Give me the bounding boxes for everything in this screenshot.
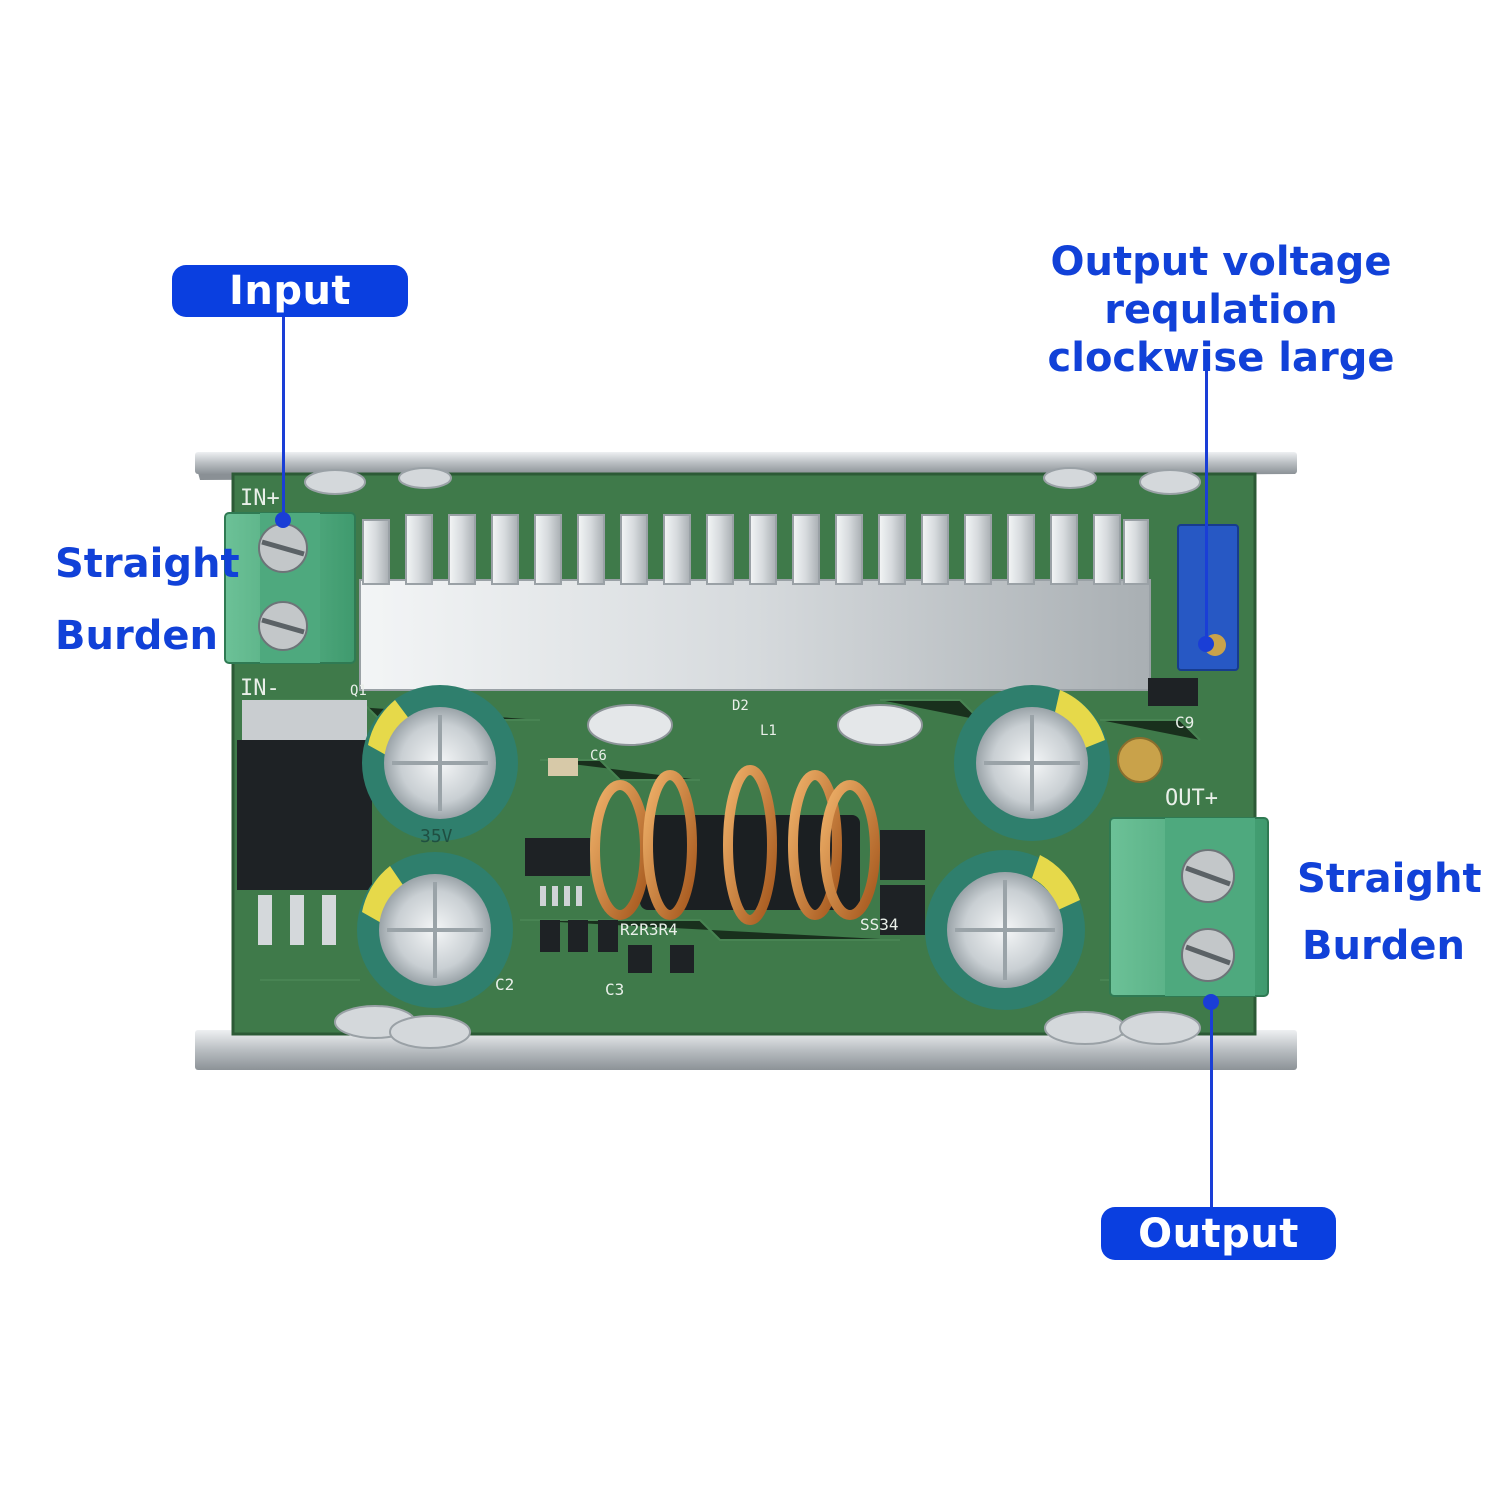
silk-c2: C2 [495, 975, 514, 994]
input-terminal-dot [275, 512, 291, 528]
output-leader-line [1210, 1003, 1213, 1208]
input-badge: Input [172, 265, 408, 317]
silk-q1: Q1 [350, 683, 367, 699]
regulation-caption: Output voltage requlation clockwise larg… [965, 238, 1477, 382]
regulation-leader-line [1205, 352, 1208, 642]
silk-c6: C6 [590, 748, 607, 764]
regulation-line-1: Output voltage requlation [1050, 239, 1392, 333]
cap-rating: 35V [420, 826, 453, 847]
silk-in-plus: IN+ [240, 486, 280, 511]
silk-l1: L1 [760, 723, 777, 739]
output-terminal-dot [1203, 994, 1219, 1010]
silk-c3: C3 [605, 980, 624, 999]
regulation-line-2: clockwise large [1047, 335, 1395, 381]
output-badge: Output [1101, 1207, 1336, 1260]
potentiometer-dot [1198, 636, 1214, 652]
left-straight-label: Straight [55, 541, 240, 587]
silk-out-plus: OUT+ [1165, 786, 1218, 811]
left-burden-label: Burden [55, 613, 218, 659]
right-burden-label: Burden [1302, 923, 1465, 969]
silk-c9: C9 [1175, 713, 1194, 732]
input-leader-line [282, 317, 285, 522]
silk-in-minus: IN- [240, 676, 280, 701]
silk-ss34: SS34 [860, 915, 899, 934]
silk-d2: D2 [732, 698, 749, 714]
right-straight-label: Straight [1297, 856, 1482, 902]
silk-r2r3r4: R2R3R4 [620, 920, 678, 939]
